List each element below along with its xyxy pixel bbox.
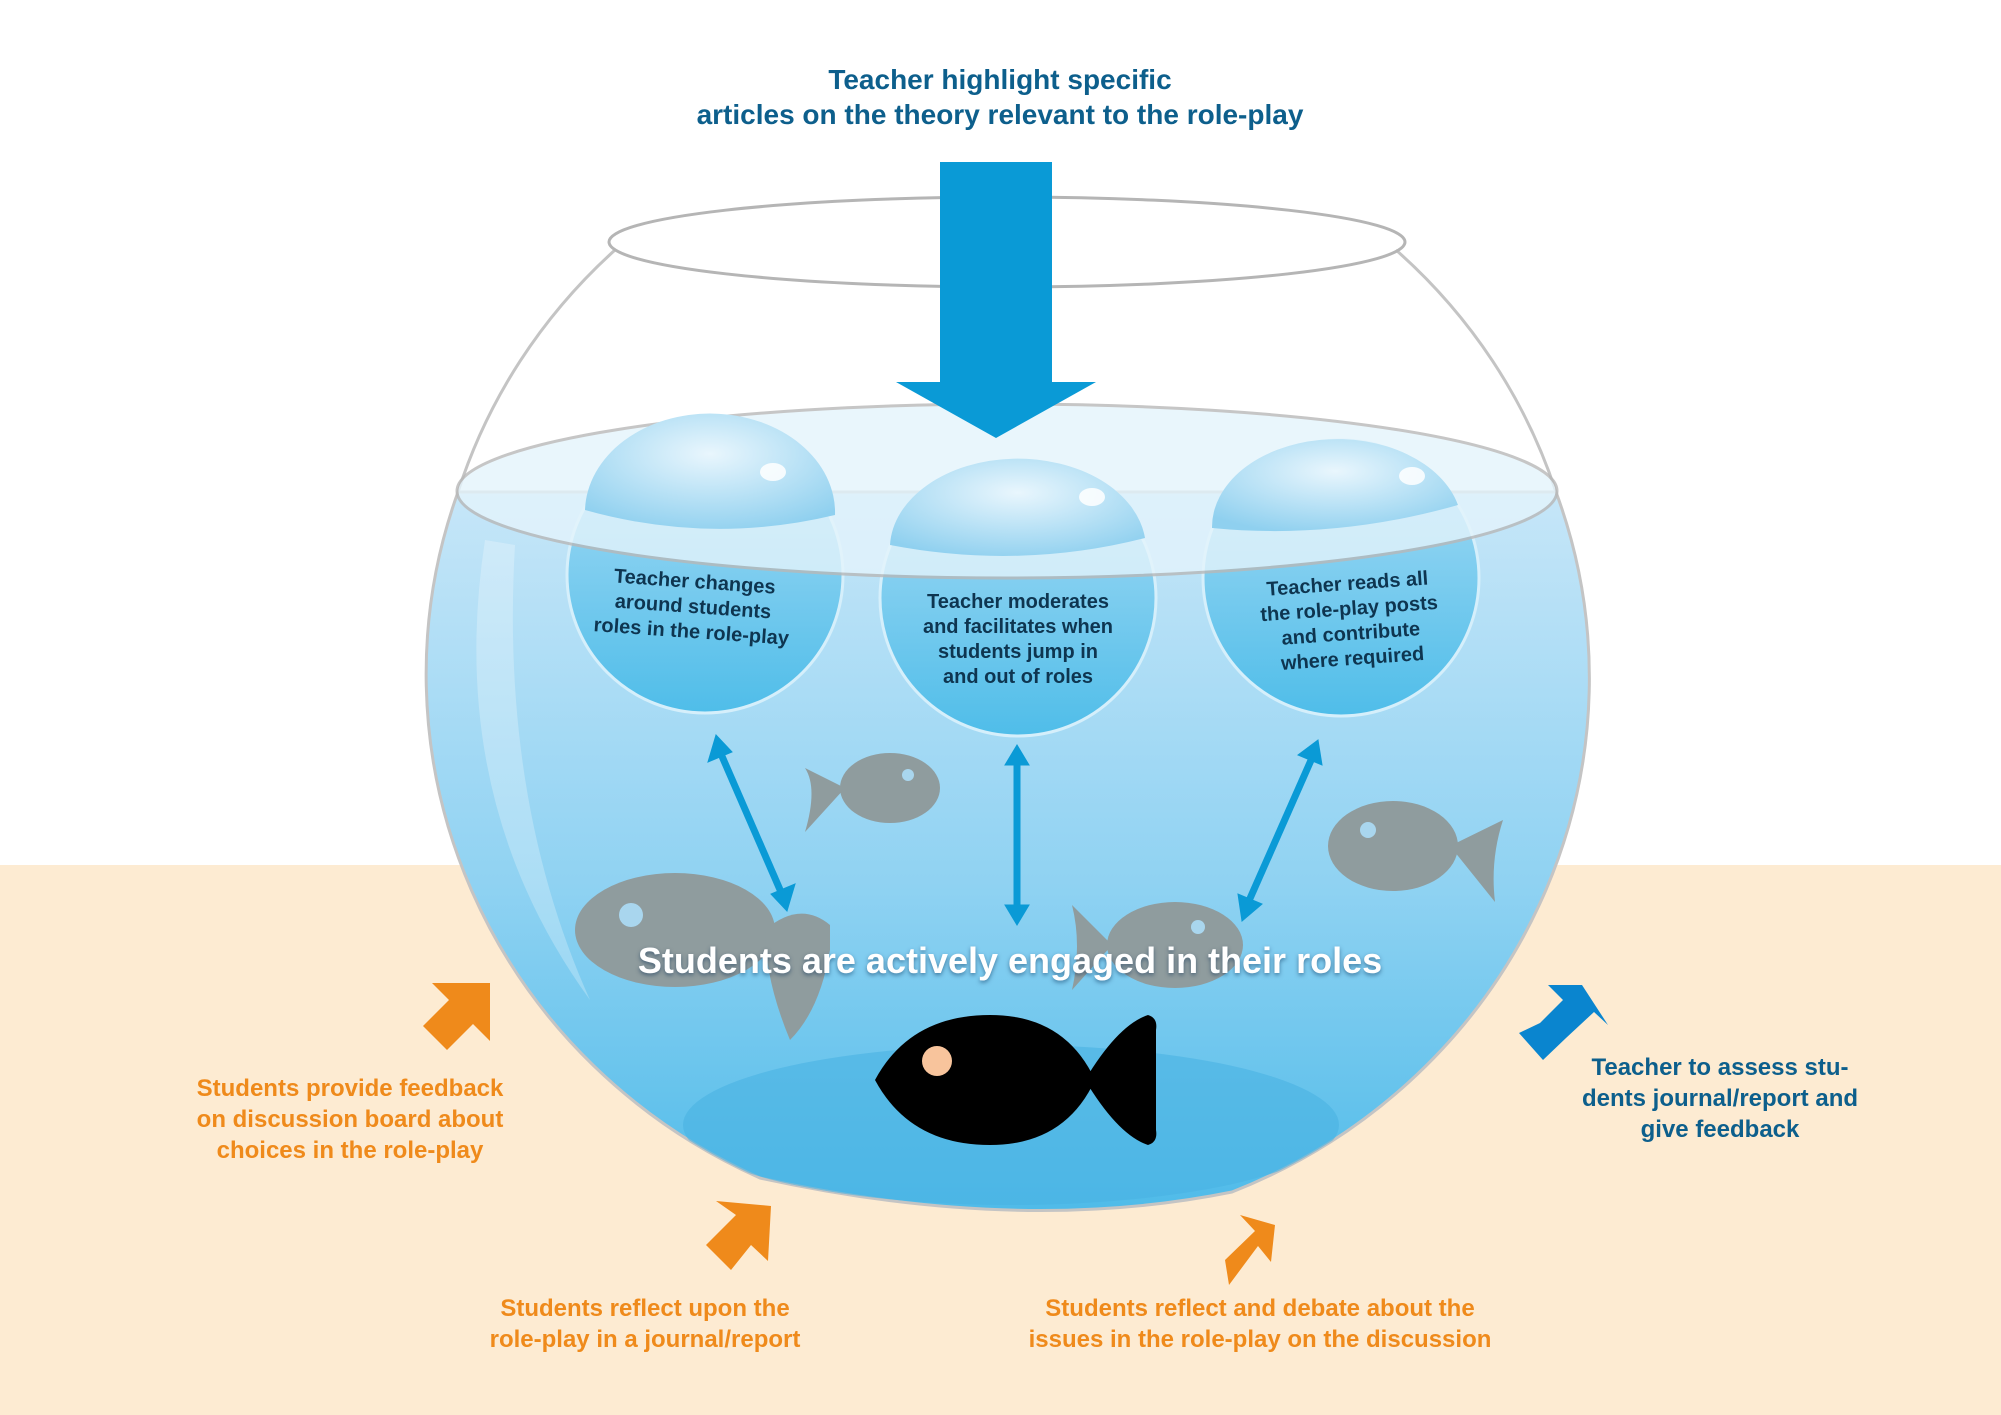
orange-arrow-bottom-right	[1225, 1215, 1275, 1285]
right-assessment-label: Teacher to assess stu- dents journal/rep…	[1581, 1054, 1859, 1143]
left-feedback-label: Students provide feedback on discussion …	[196, 1075, 504, 1164]
bubble-3-dome	[1211, 439, 1458, 532]
grey-fish-left	[575, 873, 830, 1040]
bottom-right-debate-label: Students reflect and debate about the is…	[1028, 1295, 1492, 1353]
grey-fish-right	[1328, 801, 1503, 902]
bubble-3-label: Teacher reads all the role-play posts an…	[1259, 567, 1439, 675]
bubble-1-label: Teacher changes around students roles in…	[592, 565, 790, 650]
bidirectional-arrow-right	[1237, 739, 1323, 922]
top-instruction-label: Teacher highlight specific articles on t…	[696, 64, 1304, 130]
bubble-2-label: Teacher moderates and facilitates when s…	[922, 591, 1114, 688]
blue-arrow-right	[1519, 985, 1608, 1060]
grey-fish-middle	[1072, 902, 1243, 990]
grey-fish-small	[805, 753, 940, 832]
bottom-left-reflect-label: Students reflect upon the role-play in a…	[489, 1295, 801, 1353]
bubble-1-glint	[760, 463, 786, 481]
teacher-input-arrow	[896, 162, 1096, 438]
orange-arrow-left	[423, 983, 490, 1050]
bidirectional-arrow-left	[707, 734, 796, 912]
center-engagement-label: Students are actively engaged in their r…	[637, 940, 1383, 981]
bubble-3-glint	[1399, 467, 1425, 485]
bubble-1-dome	[585, 413, 836, 529]
orange-arrow-bottom-left	[706, 1201, 771, 1270]
bowl-glass-outline	[456, 248, 1558, 493]
black-fish-student	[875, 1015, 1157, 1145]
bubble-2-glint	[1079, 488, 1105, 506]
bowl-highlight	[476, 540, 590, 1000]
bubble-2-dome	[890, 458, 1145, 556]
bidirectional-arrow-middle	[1004, 744, 1030, 926]
